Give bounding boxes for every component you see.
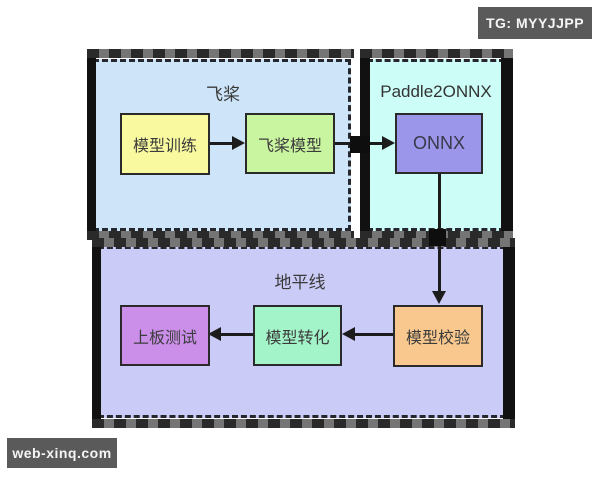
edge-train-to-paddlemodel: [210, 142, 238, 145]
tg-badge: TG: MYYJJPP: [478, 7, 592, 39]
panel-paddle2onnx-top-strip: [360, 49, 513, 58]
panel-title-paddle2onnx: Paddle2ONNX: [380, 82, 492, 101]
panel-title-paddle: 飞桨: [206, 85, 240, 104]
node-label: 模型校验: [405, 330, 470, 347]
edge-boundary-joint: [429, 229, 446, 246]
watermark: web-xinq.com: [7, 438, 117, 468]
panel-title-horizon: 地平线: [274, 273, 326, 292]
node-model-check: 模型校验: [393, 305, 483, 367]
edge-convert-to-boardtest: [219, 333, 253, 336]
node-board-test: 上板测试: [120, 305, 210, 366]
panel-horizon-left-edge: [92, 239, 101, 423]
node-paddle-model: 飞桨模型: [245, 113, 335, 174]
panel-paddle-left-edge: [87, 50, 96, 240]
node-onnx: ONNX: [395, 113, 483, 174]
panel-paddle2onnx-right-edge: [501, 50, 513, 241]
panel-horizon-right-edge: [503, 239, 515, 425]
panel-paddle-bottom-strip: [87, 231, 354, 240]
panel-horizon-top-strip: [92, 238, 515, 247]
node-model-convert: 模型转化: [253, 305, 342, 366]
panel-paddle-top-strip: [87, 49, 354, 58]
arrowhead-right-icon: [232, 136, 245, 150]
edge-check-to-convert: [352, 333, 393, 336]
node-label: 模型训练: [132, 138, 197, 155]
node-label: 模型转化: [265, 329, 330, 347]
node-model-training: 模型训练: [120, 113, 210, 175]
panel-horizon-bottom-strip: [92, 419, 515, 428]
arrowhead-left-icon: [342, 327, 355, 341]
arrowhead-left-icon: [208, 327, 221, 341]
arrowhead-down-icon: [432, 291, 446, 304]
node-label: 上板测试: [132, 329, 197, 347]
arrowhead-right-icon: [382, 136, 395, 150]
node-label: ONNX: [412, 133, 465, 153]
node-label: 飞桨模型: [257, 137, 322, 155]
watermark-label: web-xinq.com: [12, 445, 112, 461]
tg-badge-label: TG: MYYJJPP: [485, 15, 585, 31]
edge-boundary-joint: [350, 136, 370, 153]
